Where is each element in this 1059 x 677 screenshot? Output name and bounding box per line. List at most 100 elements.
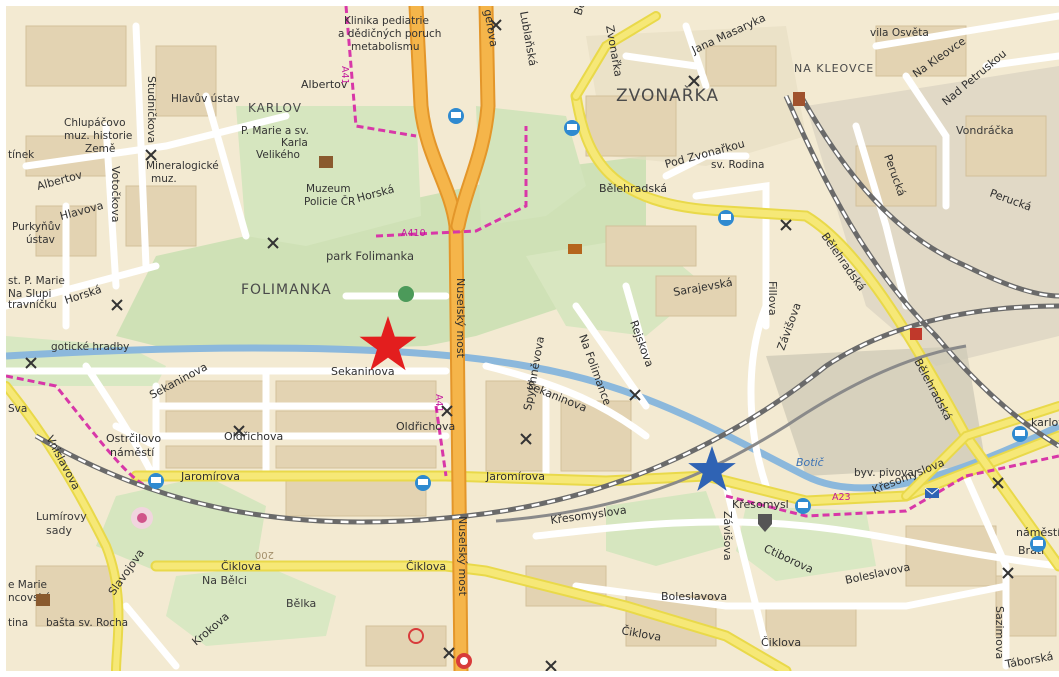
street-label-oldrichova-left: Oldřichova [224,430,283,443]
street-label-namesti: náměstí [1016,526,1059,539]
bus-stop-icon[interactable] [718,210,734,226]
poi-label-chlupacovo-2: muz. historie [64,130,132,142]
sun-flower-icon[interactable] [408,628,424,644]
poi-label-p-marie-1: P. Marie a sv. [241,125,309,137]
poi-label-goticke-hradby: gotické hradby [51,341,129,353]
road-number-a23: A23 [832,492,851,503]
district-label-zvonarka: ZVONAŘKA [616,84,719,106]
poi-label-kostel-2: Na Slupi [8,288,51,300]
poi-label-muzeum-1: Muzeum [306,183,351,195]
post-office-icon[interactable] [924,487,940,498]
church-icon[interactable] [793,92,805,106]
district-label-na-kleovce: NA KLEOVCE [794,62,874,75]
cross-tools-icon[interactable] [629,389,641,401]
crest-icon[interactable] [758,514,772,532]
cross-tools-icon[interactable] [520,433,532,445]
poi-label-chlupacovo-3: Země [85,143,115,155]
street-label-jaromirova-left: Jaromírova [180,470,240,483]
poi-label-p-marie-3: Velikého [256,149,300,161]
bus-stop-icon[interactable] [564,120,580,136]
blue-star-marker[interactable] [688,446,736,491]
cross-tools-icon[interactable] [443,647,455,659]
red-star-marker[interactable] [359,316,417,371]
bus-stop-icon[interactable] [1012,426,1028,442]
road-number-a41-b: A41 [433,394,444,413]
street-label-belehradska-1: Bělehradská [599,182,667,195]
poi-label-marie-1: e Marie [8,579,47,591]
district-label-karlov: KARLOV [248,101,302,115]
railway-tracks [34,94,1059,525]
street-label-zavisova-2: Závišova [721,511,734,561]
street-label-studnickova: Studničkova [145,76,158,143]
poi-label-klinika-2: a dědičných poruch [338,28,441,40]
poi-label-hlavov-ustav: Hlavův ústav [171,93,240,105]
cross-tools-icon[interactable] [545,660,557,671]
bus-stop-icon[interactable] [148,473,164,489]
cross-tools-icon[interactable] [111,299,123,311]
cross-tools-icon[interactable] [145,149,157,161]
cross-tools-icon[interactable] [490,19,502,31]
street-label-nuselsky-most-2: Nuselský most [456,516,469,597]
cross-tools-icon[interactable] [267,237,279,249]
street-label-karlov-right: karlov [1031,416,1059,429]
cross-tools-icon[interactable] [441,405,453,417]
bus-stop-icon[interactable] [1030,536,1046,552]
poi-label-mineralogicke-2: muz. [151,173,177,185]
poi-icons [25,19,1046,671]
poi-label-purkynuv-2: ústav [26,234,55,246]
street-label-sazimova: Sazimova [993,606,1006,659]
metro-icon[interactable] [456,653,472,669]
main-roads [6,11,1059,671]
poi-label-tinek: tínek [8,149,35,161]
map-viewport[interactable]: ZVONAŘKA KARLOV FOLIMANKA NA KLEOVCE Von… [6,6,1059,671]
poi-label-kostel-3: travníčku [8,299,57,311]
district-label-folimanka: FOLIMANKA [241,282,332,298]
poi-label-purkynuv-1: Purkyňův [12,221,61,233]
tree-icon[interactable] [398,286,414,302]
poi-label-klinika-1: Klinika pediatrie [344,15,429,27]
street-label-fillova: Fillova [766,281,779,316]
minor-roads [6,12,1059,670]
street-label-ciklova-mid: Čiklova [406,560,446,573]
poi-label-sva: Sva [8,403,27,415]
cross-tools-icon[interactable] [992,477,1004,489]
cross-tools-icon[interactable] [1002,567,1014,579]
cross-tools-icon[interactable] [25,357,37,369]
bus-stop-icon[interactable] [795,498,811,514]
cross-tools-icon[interactable] [780,219,792,231]
contour-label: 200 [255,549,274,560]
poi-label-mineralogicke-1: Mineralogické [146,160,219,172]
park-label-lumirovy-2: sady [46,524,72,537]
cross-tools-icon[interactable] [233,425,245,437]
castle-icon[interactable] [36,594,50,606]
cycle-routes [6,6,1059,518]
park-label-na-belci: Na Bělci [202,574,247,587]
poi-label-chlupacovo-1: Chlupáčovo [64,117,126,129]
street-label-ostrcilovo-2: náměstí [110,446,155,459]
street-label-sekaninova-top: Sekaninova [331,365,395,378]
camera-icon[interactable] [568,244,582,254]
poi-label-basta-sv-rocha: bašta sv. Rocha [46,617,128,629]
nuselsky-most-highway [408,6,496,671]
street-label-votockova: Votočkova [109,166,122,222]
railway-station-icon[interactable] [910,328,922,340]
park-label-folimanka: park Folimanka [326,249,414,263]
street-label-boleslavova-1: Boleslavova [661,590,727,603]
poi-label-kostel-1: st. P. Marie [8,275,65,287]
road-number-a41: A41 [339,66,350,85]
map-canvas[interactable]: ZVONAŘKA KARLOV FOLIMANKA NA KLEOVCE Von… [6,6,1059,671]
park-label-lumirovy-1: Lumírovy [36,510,87,523]
street-label-jaromirova-right: Jaromírova [485,470,545,483]
street-label-kresomyslova-3: Křesomysl [732,498,789,511]
cross-tools-icon[interactable] [688,75,700,87]
park-label-belka: Bělka [286,597,316,610]
lotus-icon[interactable] [131,507,153,529]
water-label-botic: Botič [796,456,825,469]
bus-stop-icon[interactable] [448,108,464,124]
street-label-oldrichova-right: Oldřichova [396,420,455,433]
poi-label-p-marie-2: Karla [281,137,308,149]
street-label-ciklova-left: Čiklova [221,560,261,573]
museum-icon[interactable] [319,156,333,168]
poi-label-muzeum-2: Policie ČR [304,195,355,208]
bus-stop-icon[interactable] [415,475,431,491]
